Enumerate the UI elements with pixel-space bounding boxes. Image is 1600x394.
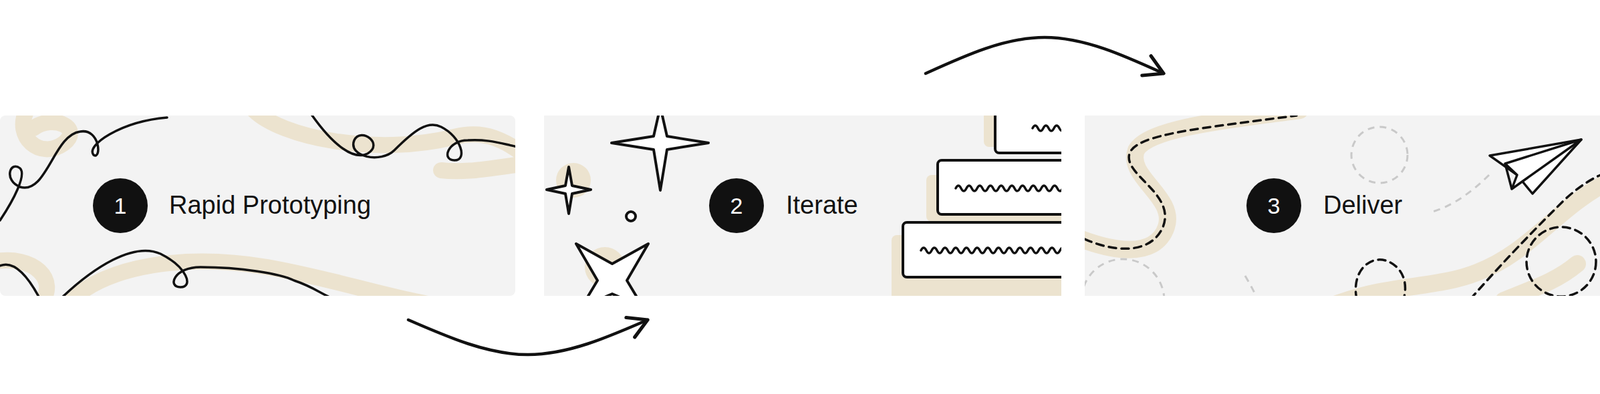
step-panel: Iterate 2 — [544, 115, 1062, 297]
step-number-badge: 1 — [92, 178, 148, 234]
step-number-badge: 3 — [1246, 178, 1302, 234]
wave-line — [955, 185, 1062, 192]
step-number: 3 — [1267, 194, 1281, 218]
step-panel: Deliver 3 — [1084, 115, 1600, 297]
step-number: 1 — [114, 194, 127, 218]
wave-line — [920, 247, 1062, 254]
step-panel: Rapid Prototyping 1 — [0, 115, 516, 297]
scribble-art — [0, 115, 516, 297]
flow-arrow — [925, 37, 1164, 74]
wave-line — [1032, 125, 1062, 131]
step-label: Rapid Prototyping — [169, 190, 371, 222]
route-art — [1084, 115, 1600, 297]
step-label: Deliver — [1323, 190, 1403, 222]
step-number-badge: 2 — [709, 178, 764, 234]
flow-arrow — [408, 320, 648, 355]
step-label: Iterate — [785, 190, 859, 222]
sparkle-art — [546, 115, 1062, 297]
step-number: 2 — [730, 194, 744, 218]
